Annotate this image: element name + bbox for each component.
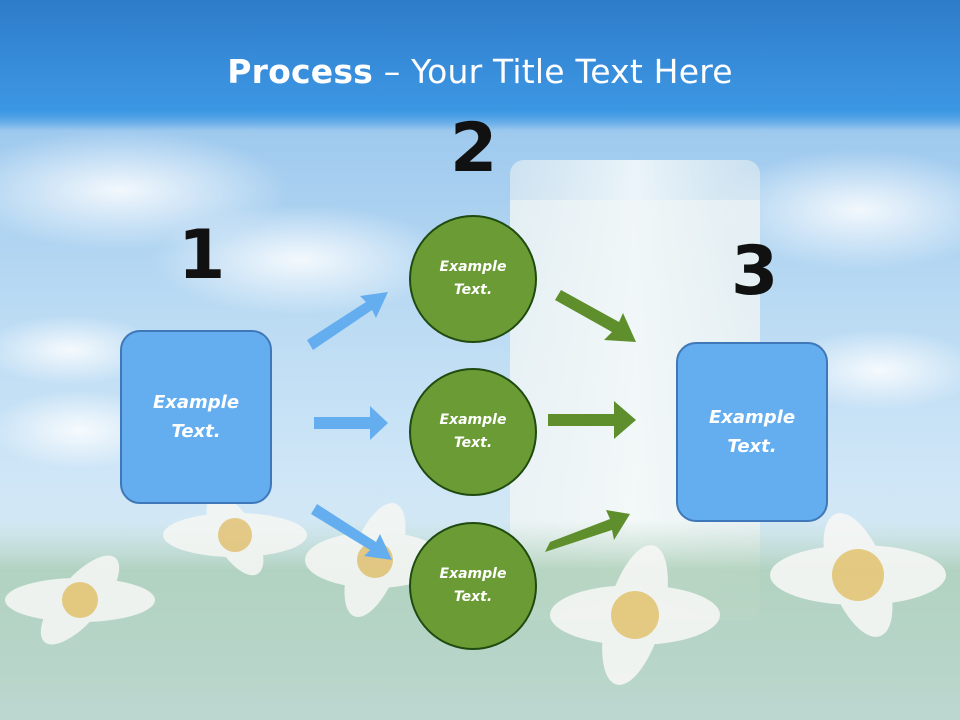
- circle-middle-text: Example Text.: [439, 412, 507, 451]
- step-1-box: Example Text.: [120, 330, 272, 504]
- step-number-2: 2: [450, 109, 498, 188]
- green-arrow-down-right: [555, 290, 636, 342]
- step-number-1: 1: [178, 216, 226, 295]
- title-band: [0, 0, 960, 132]
- step-2-circle-top: Example Text.: [409, 215, 537, 343]
- step-1-box-text: Example Text.: [152, 392, 240, 442]
- green-arrow-right: [548, 401, 636, 439]
- title-strong: Process: [227, 52, 374, 91]
- step-number-3: 3: [731, 232, 779, 311]
- slide-title: Process – Your Title Text Here: [0, 52, 960, 91]
- green-arrow-up-right: [545, 510, 630, 552]
- title-rest: – Your Title Text Here: [373, 52, 733, 91]
- step-2-circle-bottom: Example Text.: [409, 522, 537, 650]
- blue-arrow-up-right: [307, 292, 388, 350]
- step-2-circle-middle: Example Text.: [409, 368, 537, 496]
- step-3-box: Example Text.: [676, 342, 828, 522]
- blue-arrow-down-right: [311, 504, 392, 560]
- blue-arrow-right: [314, 406, 388, 440]
- circle-bottom-text: Example Text.: [439, 566, 507, 605]
- circle-top-text: Example Text.: [439, 259, 507, 298]
- step-3-box-text: Example Text.: [708, 407, 796, 457]
